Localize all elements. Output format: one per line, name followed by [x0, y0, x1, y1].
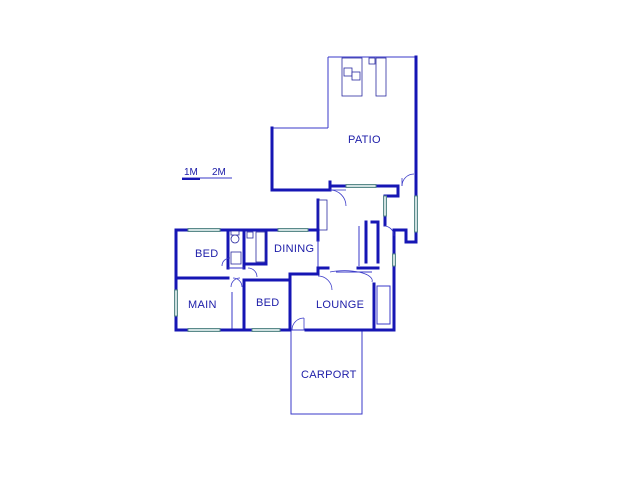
- window: [345, 184, 377, 188]
- door-swing: [317, 275, 333, 291]
- scale-label-1m: 1M: [184, 167, 198, 178]
- window: [251, 328, 281, 332]
- patio-counter: [375, 57, 387, 97]
- door-swing: [230, 277, 241, 288]
- cistern-icon: [230, 230, 240, 236]
- bath-tub-icon: [255, 231, 266, 263]
- basin-icon: [246, 231, 254, 239]
- door-swing: [401, 173, 415, 187]
- window: [414, 195, 418, 233]
- window: [187, 228, 221, 232]
- windows: [174, 184, 418, 332]
- kitchen-area: [316, 198, 380, 270]
- scale-label-2m: 2M: [212, 167, 226, 178]
- patio-fixtures: [341, 57, 387, 97]
- room-label-main: MAIN: [188, 299, 217, 311]
- room-label-patio: PATIO: [348, 134, 381, 146]
- tap-icon: [368, 57, 376, 65]
- lounge-cabinet: [376, 285, 391, 325]
- door-swing: [247, 267, 258, 278]
- doors: [221, 173, 415, 331]
- patio-area: [270, 55, 418, 192]
- toilet-icon: [230, 234, 240, 244]
- room-label-lounge: LOUNGE: [316, 299, 364, 311]
- sink-icon: [351, 71, 361, 81]
- room-label-carport: CARPORT: [301, 369, 357, 381]
- room-label-bed: BED: [256, 297, 280, 309]
- room-label-bed: BED: [195, 248, 219, 260]
- door-swing: [291, 317, 305, 331]
- window: [174, 289, 178, 317]
- window: [277, 228, 309, 232]
- door-swing: [232, 277, 243, 288]
- shower-icon: [230, 251, 242, 265]
- window: [187, 328, 221, 332]
- bathroom-fixtures: [230, 230, 266, 265]
- door-swing: [329, 189, 347, 207]
- window: [392, 253, 396, 267]
- sink-icon: [343, 67, 353, 77]
- door-swing: [383, 225, 395, 237]
- room-label-dining: DINING: [274, 243, 314, 255]
- window: [383, 195, 387, 217]
- scale-bar: 1M 2M: [182, 167, 232, 180]
- room-labels: PATIO BED DINING MAIN BED LOUNGE CARPORT: [188, 134, 381, 381]
- door-swing: [221, 257, 231, 267]
- stove-icon: [318, 199, 328, 231]
